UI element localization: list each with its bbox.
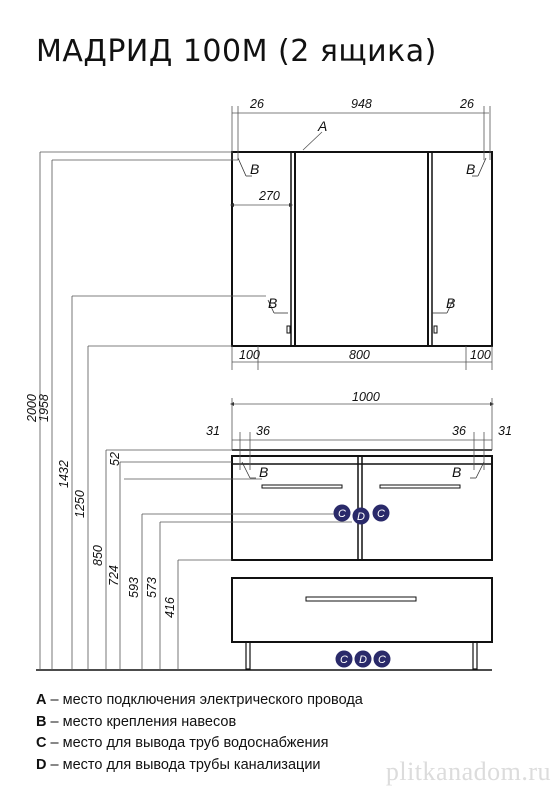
mirror-top-dimensions	[230, 106, 493, 370]
dim-h-2000: 2000	[25, 394, 39, 423]
marker-b-vanity-right: B	[452, 464, 461, 480]
mirror-center-door	[294, 151, 429, 347]
page-title: МАДРИД 100М (2 ящика)	[36, 34, 437, 69]
dim-h-52: 52	[108, 452, 122, 466]
marker-b-vanity-left: B	[259, 464, 268, 480]
marker-b-mirror-br: B	[446, 295, 455, 311]
marker-c-lower-right: C	[378, 654, 386, 666]
dim-mirror-top-left: 26	[249, 97, 264, 111]
height-dimensions	[39, 151, 352, 670]
pipe-markers-lower	[335, 650, 391, 668]
legend-item-b: B – место крепления навесов	[36, 713, 237, 730]
watermark: plitkanadom.ru	[385, 757, 551, 786]
leg-left	[245, 641, 251, 670]
mirror-handle-right	[433, 325, 438, 334]
marker-d-upper: D	[357, 511, 365, 523]
dim-h-1432: 1432	[57, 460, 71, 488]
dim-mirror-top-center: 948	[351, 97, 372, 111]
dim-mirror-inner: 270	[258, 189, 280, 203]
drawer-unit	[231, 577, 493, 643]
marker-b-mirror-bl: B	[268, 295, 277, 311]
legend-item-a: A – место подключения электрического про…	[36, 692, 363, 708]
pipe-markers-upper	[333, 504, 390, 525]
legend: A – место подключения электрического про…	[36, 690, 363, 776]
vanity-cabinet	[231, 449, 493, 670]
dim-cabinet-left-a: 31	[206, 424, 220, 438]
vanity-handle-left	[261, 484, 343, 489]
marker-a: A	[317, 118, 327, 134]
legend-item-c: C – место для вывода труб водоснабжения	[36, 735, 329, 751]
vanity-handle-right	[379, 484, 461, 489]
dim-mirror-bottom-right: 100	[470, 348, 491, 362]
dim-h-850: 850	[91, 545, 105, 566]
dim-mirror-bottom-left: 100	[239, 348, 260, 362]
dim-h-416: 416	[163, 597, 177, 618]
leg-right	[472, 641, 478, 670]
dim-mirror-bottom-center: 800	[349, 348, 370, 362]
dim-cabinet-right-b: 36	[452, 424, 466, 438]
dim-h-1958: 1958	[37, 394, 51, 422]
marker-d-lower: D	[359, 654, 367, 666]
vanity-dimensions	[230, 398, 494, 470]
dim-h-573: 573	[145, 577, 159, 598]
legend-item-d: D – место для вывода трубы канализации	[36, 756, 321, 773]
dim-cabinet-left-b: 36	[256, 424, 270, 438]
drawer-handle	[305, 596, 417, 602]
mirror-handle-left	[286, 325, 291, 334]
marker-c-lower-left: C	[340, 654, 348, 666]
dim-cabinet-right-a: 31	[498, 424, 512, 438]
mirror-cabinet	[231, 151, 493, 347]
dim-h-593: 593	[127, 577, 141, 598]
dim-h-1250: 1250	[73, 490, 87, 518]
marker-c-upper-left: C	[338, 508, 346, 520]
marker-b-mirror-tr: B	[466, 161, 475, 177]
marker-c-upper-right: C	[377, 508, 385, 520]
mirror-cabinet-outline	[231, 151, 493, 347]
dim-mirror-top-right: 26	[459, 97, 474, 111]
dim-h-724: 724	[107, 565, 121, 586]
marker-b-mirror-tl: B	[250, 161, 259, 177]
dim-cabinet-width: 1000	[352, 390, 380, 404]
